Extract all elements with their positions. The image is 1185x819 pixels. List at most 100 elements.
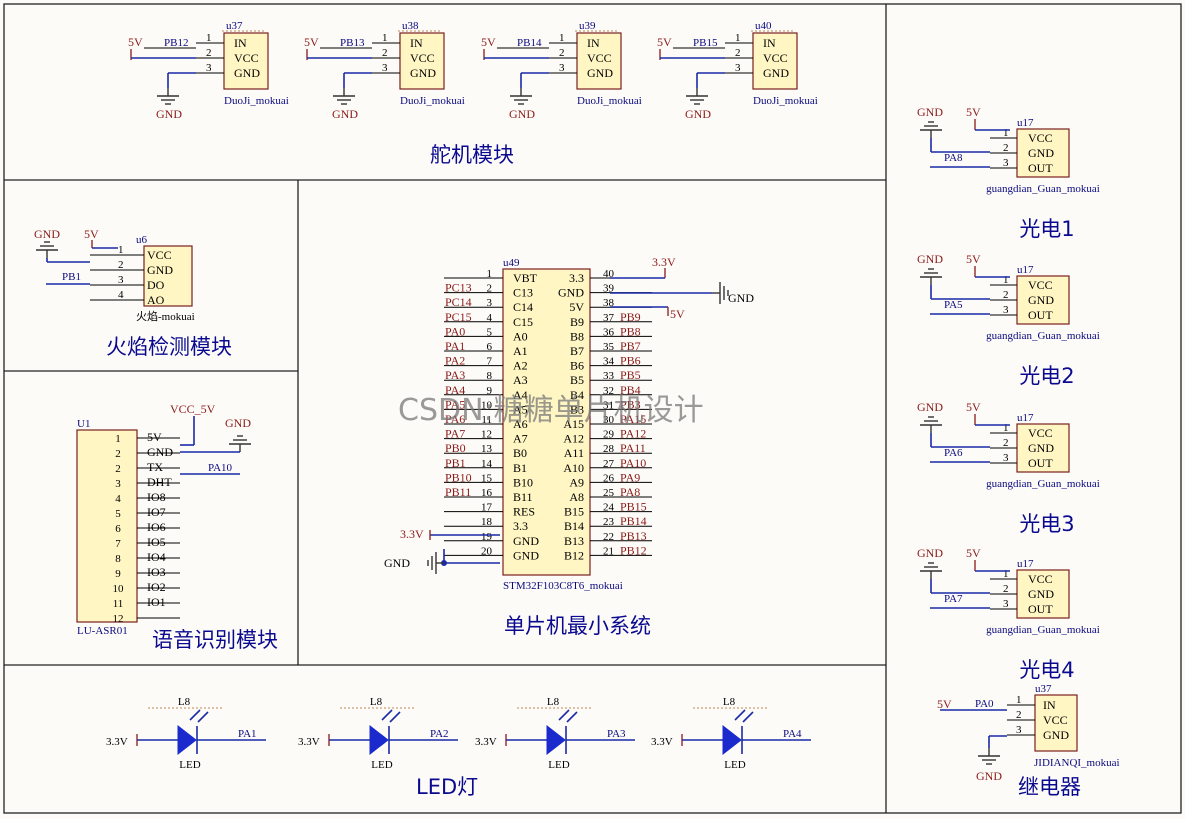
photo-pin-number: 3	[1003, 452, 1009, 464]
mcu-net-label: PB1	[445, 456, 466, 470]
relay-pin-number: 2	[1016, 709, 1022, 721]
voice-ref: U1	[77, 418, 90, 430]
photo-ref: u17	[1017, 412, 1034, 424]
mcu-pin-name: GND	[513, 548, 539, 562]
mcu-net-label: PB7	[620, 339, 641, 353]
servo-section-title: 舵机模块	[430, 143, 514, 167]
servo-pin-name: IN	[763, 36, 776, 50]
mcu-net-label: PB14	[620, 514, 647, 528]
mcu-pin-name: B15	[564, 505, 584, 519]
led-ray	[566, 711, 578, 723]
led-diode-icon	[546, 724, 566, 756]
voice-pin-number: 5	[115, 508, 121, 520]
voice-pin-number: 10	[113, 583, 125, 595]
mcu-pin-name: B1	[513, 461, 527, 475]
servo-body	[576, 32, 622, 90]
watermark: CSDN:糖糖单片机设计	[398, 393, 704, 428]
mcu-pin-number: 26	[603, 472, 615, 484]
mcu-pin-number: 13	[481, 443, 493, 455]
mcu-pin-name: A1	[513, 344, 528, 358]
flame-gnd-label: GND	[34, 227, 60, 241]
led-ray	[381, 709, 393, 721]
mcu-ref: u49	[503, 257, 520, 269]
mcu-pin-name: 3.3	[513, 519, 528, 533]
mcu-gnd-label: GND	[728, 291, 754, 305]
servo-power-label: 5V	[481, 35, 496, 49]
mcu-pin-name: A10	[563, 461, 584, 475]
mcu-pin-number: 9	[487, 385, 493, 397]
mcu-pin-number: 31	[603, 399, 614, 411]
mcu-pin-number: 27	[603, 458, 615, 470]
mcu-net-label: PA15	[620, 412, 646, 426]
mcu-pin-number: 2	[487, 283, 493, 295]
mcu-pin-number: 11	[481, 414, 492, 426]
mcu-pin-name: B0	[513, 446, 527, 460]
photo-gnd-label: GND	[917, 400, 943, 414]
photo-net-label: PA8	[944, 152, 963, 164]
relay-pin-name: IN	[1043, 698, 1056, 712]
photo-ground-symbol	[920, 268, 942, 285]
mcu-pin-name: B5	[570, 373, 584, 387]
voice-body	[76, 429, 138, 623]
photo-body	[1016, 569, 1070, 619]
flame-pin-name: DO	[147, 278, 165, 292]
photo-pin-name: OUT	[1028, 456, 1053, 470]
mcu-pin-name: RES	[513, 505, 535, 519]
mcu-pin-name: A8	[569, 490, 584, 504]
led-ray	[734, 709, 746, 721]
photo-power-label: 5V	[966, 546, 981, 560]
mcu-net-label: PB0	[445, 441, 466, 455]
mcu-net-label: PB5	[620, 368, 641, 382]
mcu-33v-label: 3.3V	[652, 255, 676, 269]
mcu-net-label: PA0	[445, 324, 465, 338]
voice-pin-name: IO6	[147, 520, 166, 534]
servo-pin-name: VCC	[587, 51, 612, 65]
led-ray	[197, 711, 209, 723]
mcu-33v-label-left: 3.3V	[400, 527, 424, 541]
servo-pin-name: GND	[587, 66, 613, 80]
mcu-pin-name: VBT	[513, 271, 538, 285]
led-diode-icon	[369, 724, 389, 756]
photo-part-name: guangdian_Guan_mokuai	[986, 624, 1100, 636]
photo-pin-number: 3	[1003, 157, 1009, 169]
relay-body	[1034, 694, 1078, 752]
led-part-label: LED	[724, 759, 745, 771]
mcu-pin-number: 32	[603, 385, 614, 397]
photo-pin-number: 2	[1003, 437, 1009, 449]
photo-ground-symbol	[920, 121, 942, 138]
mcu-pin-name: A9	[569, 475, 584, 489]
photo-pin-number: 1	[1003, 274, 1009, 286]
flame-ground-symbol	[36, 241, 58, 258]
servo-gnd-label: GND	[509, 107, 535, 121]
mcu-pin-number: 20	[481, 545, 493, 557]
mcu-pin-name: B6	[570, 359, 584, 373]
photo-pin-name: VCC	[1028, 131, 1053, 145]
mcu-pin-number: 35	[603, 341, 615, 353]
mcu-pin-name: A3	[513, 373, 528, 387]
photo-pin-name: GND	[1028, 441, 1054, 455]
led-power-label: 3.3V	[106, 736, 128, 748]
servo-pin-number: 3	[206, 62, 212, 74]
mcu-pin-number: 6	[487, 341, 493, 353]
servo-part-name: DuoJi_mokuai	[400, 95, 465, 107]
mcu-pin-number: 18	[481, 516, 493, 528]
mcu-pin-name: B10	[513, 475, 533, 489]
mcu-net-label: PA3	[445, 368, 465, 382]
mcu-pin-name: 3.3	[569, 271, 584, 285]
led-diode-icon	[722, 724, 742, 756]
photo-part-name: guangdian_Guan_mokuai	[986, 183, 1100, 195]
mcu-pin-name: B3	[570, 402, 584, 416]
photo-net-label: PA6	[944, 447, 963, 459]
flame-pin-number: 3	[118, 274, 124, 286]
mcu-pin-number: 24	[603, 502, 615, 514]
relay-pin-number: 1	[1016, 694, 1022, 706]
mcu-pin-name: B8	[570, 329, 584, 343]
mcu-pin-number: 21	[603, 545, 614, 557]
mcu-pin-number: 12	[481, 429, 492, 441]
mcu-ground-symbol	[712, 282, 729, 304]
